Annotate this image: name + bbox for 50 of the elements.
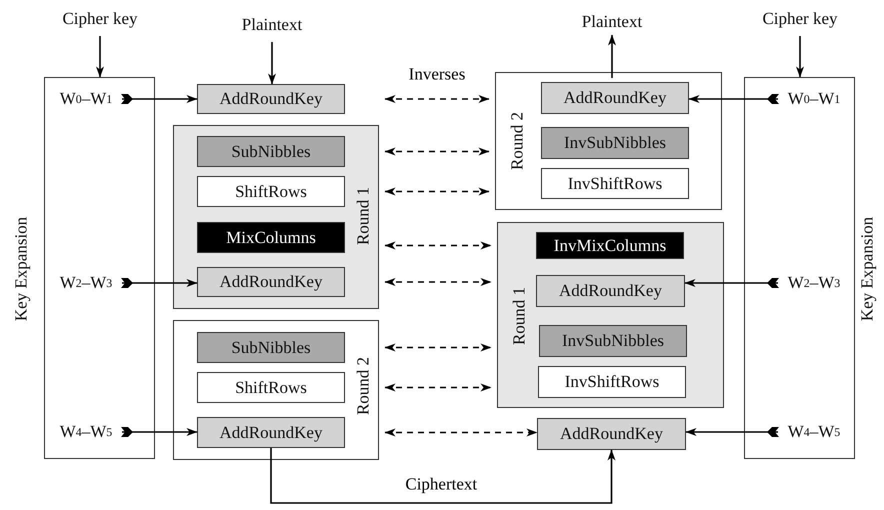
operation-box: ShiftRows — [197, 372, 345, 403]
dashed-arrow — [384, 95, 490, 103]
operation-box: InvSubNibbles — [539, 325, 687, 357]
round-label: Round 1 — [354, 186, 372, 246]
operation-box: InvShiftRows — [541, 168, 689, 199]
operation-box: AddRoundKey — [541, 82, 689, 114]
round-label: Round 2 — [508, 112, 526, 170]
arrow — [121, 427, 198, 437]
text-label: Plaintext — [572, 9, 652, 35]
operation-box: AddRoundKey — [537, 418, 686, 450]
operation-box: AddRoundKey — [536, 275, 685, 307]
dashed-arrow — [384, 344, 492, 352]
panel-heading: Key Expansion — [858, 216, 876, 322]
round-panel — [173, 125, 379, 309]
panel-heading: Key Expansion — [12, 216, 30, 322]
arrow — [686, 427, 779, 437]
operation-box: ShiftRows — [197, 176, 345, 207]
operation-box: AddRoundKey — [197, 417, 345, 448]
operation-box: InvSubNibbles — [541, 127, 689, 159]
dashed-arrow — [384, 278, 492, 286]
arrow — [121, 278, 198, 288]
operation-box: AddRoundKey — [197, 267, 345, 297]
dashed-arrow — [384, 428, 538, 436]
arrow — [121, 94, 198, 104]
round-panel — [497, 222, 724, 408]
round-panel — [173, 320, 379, 460]
operation-box: InvMixColumns — [536, 232, 684, 259]
arrow — [96, 36, 104, 78]
arrow — [608, 34, 616, 78]
text-label: Cipher key — [760, 6, 840, 32]
dashed-arrow — [384, 384, 492, 392]
dashed-arrow — [384, 148, 490, 156]
operation-box: SubNibbles — [197, 332, 345, 363]
operation-box: InvShiftRows — [538, 366, 686, 398]
arrow — [688, 94, 779, 104]
operation-box: AddRoundKey — [197, 84, 345, 114]
arrow — [268, 42, 276, 84]
round-panel — [495, 72, 722, 210]
arrow — [796, 36, 804, 78]
operation-box: MixColumns — [197, 222, 345, 253]
operation-box: SubNibbles — [197, 136, 345, 167]
round-label: Round 1 — [510, 286, 528, 346]
edge-label: Ciphertext — [403, 476, 480, 494]
text-label: Plaintext — [232, 12, 312, 38]
dashed-arrow — [384, 188, 490, 196]
text-label: Cipher key — [60, 6, 140, 32]
dashed-arrow — [384, 242, 492, 250]
round-label: Round 2 — [354, 356, 372, 416]
arrow — [270, 448, 616, 504]
arrow — [684, 278, 779, 288]
